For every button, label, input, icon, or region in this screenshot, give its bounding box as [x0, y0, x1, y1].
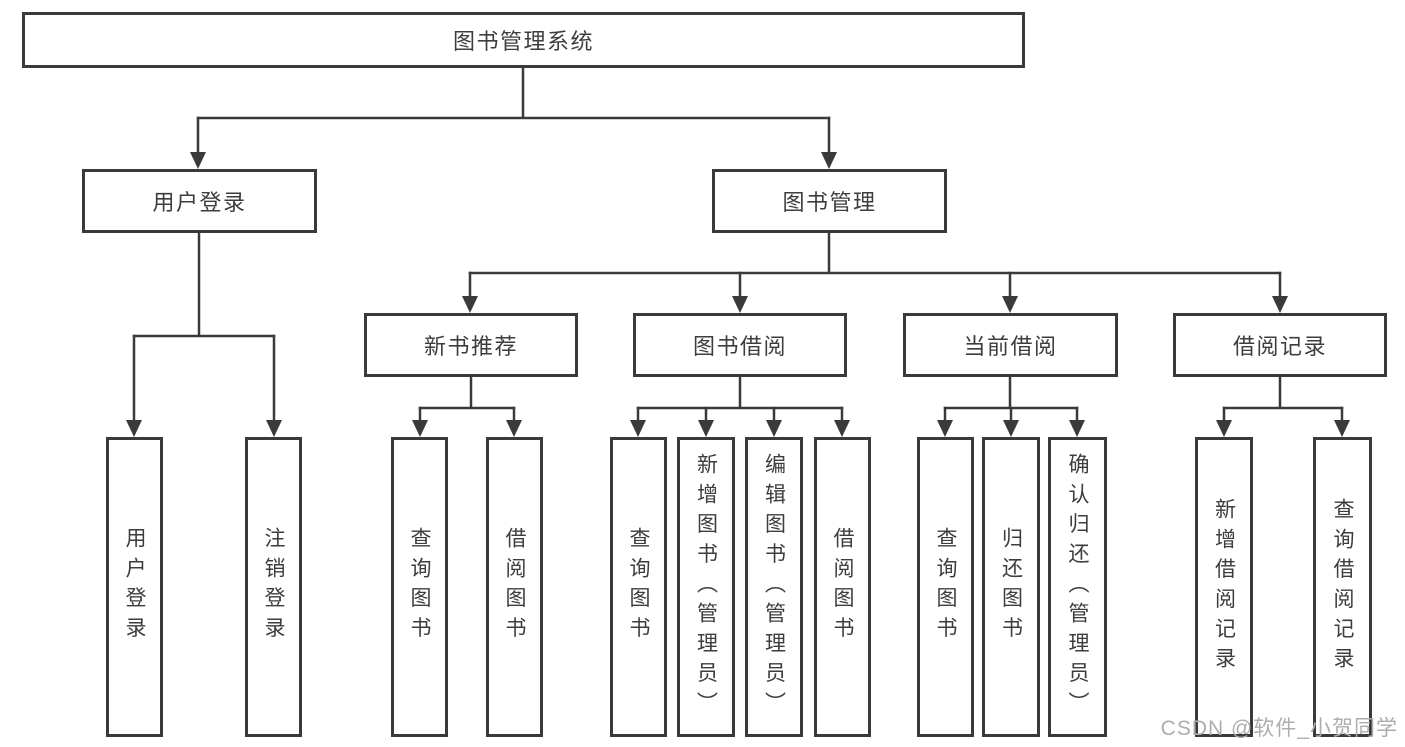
leaf-cb-query-books: 查询图书 — [917, 437, 974, 737]
connector-new-book-rec-children — [418, 375, 516, 410]
leaf-bb-borrow-books-label: 借阅图书 — [831, 527, 854, 647]
leaf-bb-query-books-label: 查询图书 — [627, 527, 650, 647]
leaf-rec-borrow-books-label: 借阅图书 — [503, 527, 526, 647]
leaf-cb-confirm-return-label: 确认归还（管理员） — [1066, 452, 1089, 722]
node-current-borrowing-label: 当前借阅 — [963, 334, 1058, 359]
connector-current-borrowing-children — [943, 375, 1079, 410]
connector-book-borrowing-children — [636, 375, 844, 410]
leaf-br-query-record: 查询借阅记录 — [1313, 437, 1372, 737]
node-new-book-recommendation-label: 新书推荐 — [423, 334, 518, 359]
connector-root-level2 — [196, 66, 831, 120]
leaf-br-add-record: 新增借阅记录 — [1195, 437, 1253, 737]
leaf-bb-borrow-books: 借阅图书 — [814, 437, 871, 737]
leaf-rec-query-books-label: 查询图书 — [408, 527, 431, 647]
node-user-login: 用户登录 — [82, 169, 317, 233]
connector-borrowing-records-children — [1222, 375, 1344, 410]
node-user-login-label: 用户登录 — [152, 190, 247, 215]
node-library-management-system: 图书管理系统 — [22, 12, 1025, 68]
leaf-cb-return-books-label: 归还图书 — [999, 527, 1023, 647]
node-book-borrowing: 图书借阅 — [633, 313, 847, 377]
node-new-book-recommendation: 新书推荐 — [364, 313, 578, 377]
node-book-management: 图书管理 — [712, 169, 947, 233]
leaf-bb-edit-books-label: 编辑图书（管理员） — [762, 452, 786, 722]
node-borrowing-records: 借阅记录 — [1173, 313, 1387, 377]
leaf-logout: 注销登录 — [245, 437, 302, 737]
node-book-management-label: 图书管理 — [782, 190, 877, 215]
csdn-watermark: CSDN @软件_小贺同学 — [1160, 717, 1398, 740]
node-current-borrowing: 当前借阅 — [903, 313, 1118, 377]
leaf-user-login: 用户登录 — [106, 437, 163, 737]
leaf-cb-query-books-label: 查询图书 — [934, 527, 957, 647]
node-book-borrowing-label: 图书借阅 — [692, 334, 787, 359]
leaf-bb-add-books-label: 新增图书（管理员） — [694, 452, 718, 722]
leaf-rec-query-books: 查询图书 — [391, 437, 448, 737]
leaf-br-add-record-label: 新增借阅记录 — [1212, 497, 1236, 677]
leaf-cb-return-books: 归还图书 — [982, 437, 1040, 737]
leaf-bb-add-books: 新增图书（管理员） — [677, 437, 735, 737]
leaf-bb-query-books: 查询图书 — [610, 437, 667, 737]
leaf-user-login-label: 用户登录 — [123, 527, 146, 647]
connector-user-login-children — [132, 231, 276, 338]
connector-book-management-children — [468, 231, 1282, 275]
leaf-logout-label: 注销登录 — [262, 527, 285, 647]
leaf-cb-confirm-return: 确认归还（管理员） — [1048, 437, 1107, 737]
leaf-br-query-record-label: 查询借阅记录 — [1331, 497, 1354, 677]
node-library-management-system-label: 图书管理系统 — [452, 29, 594, 54]
leaf-rec-borrow-books: 借阅图书 — [486, 437, 543, 737]
node-borrowing-records-label: 借阅记录 — [1232, 334, 1327, 359]
leaf-bb-edit-books: 编辑图书（管理员） — [745, 437, 803, 737]
